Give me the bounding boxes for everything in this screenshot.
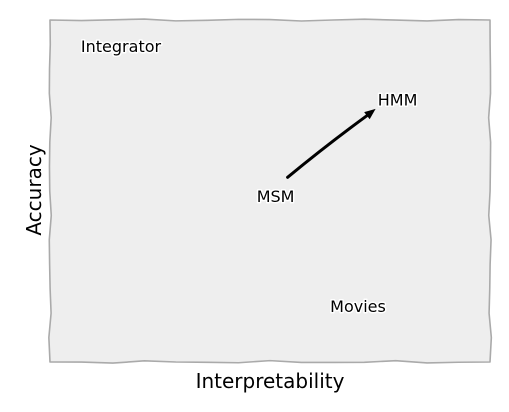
arrow-shaft: [286, 114, 369, 179]
point-label-integrator: Integrator: [81, 37, 162, 56]
point-label-msm: MSM: [257, 187, 295, 206]
arrow-head: [364, 108, 376, 120]
point-label-hmm: HMM: [378, 90, 418, 109]
axes-frame: [48, 18, 493, 364]
x-axis-label: Interpretability: [196, 369, 345, 393]
point-label-movies: Movies: [330, 297, 386, 316]
y-axis-label: Accuracy: [22, 144, 46, 235]
